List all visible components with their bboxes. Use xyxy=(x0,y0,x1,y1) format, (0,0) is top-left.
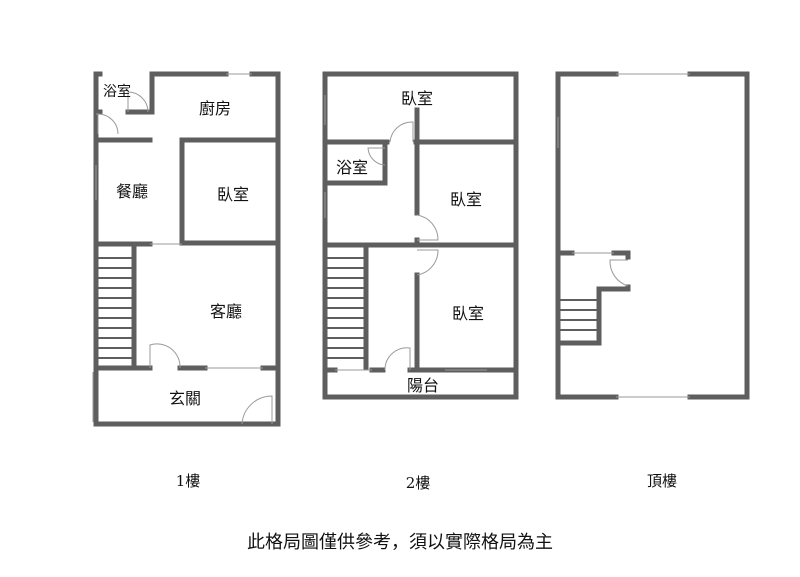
floor2-label: 2樓 xyxy=(405,474,431,492)
room-label-bedroom-mid: 臥室 xyxy=(449,190,483,209)
floor2-stairs xyxy=(325,257,366,359)
room-label-kitchen: 廚房 xyxy=(198,99,232,118)
floor1-label: 1樓 xyxy=(175,472,201,490)
room-label-bath: 浴室 xyxy=(103,84,131,100)
room-label-living: 客廳 xyxy=(209,302,243,321)
floor1-plan xyxy=(92,71,281,427)
room-label-bath-2f: 浴室 xyxy=(335,158,369,177)
roof-label: 頂樓 xyxy=(646,472,678,490)
floor1-stairs xyxy=(96,257,134,359)
room-label-bedroom: 臥室 xyxy=(216,185,250,204)
room-label-foyer: 玄關 xyxy=(168,389,202,408)
roof-stairs xyxy=(558,299,599,331)
room-label-bedroom-bottom: 臥室 xyxy=(451,304,485,323)
room-label-bedroom-top: 臥室 xyxy=(400,89,434,108)
floor2-plan xyxy=(322,71,519,400)
disclaimer: 此格局圖僅供參考，須以實際格局為主 xyxy=(247,532,553,553)
room-label-balcony: 陽台 xyxy=(406,376,440,395)
room-label-dining: 餐廳 xyxy=(115,182,149,201)
roof-plan xyxy=(555,71,750,400)
